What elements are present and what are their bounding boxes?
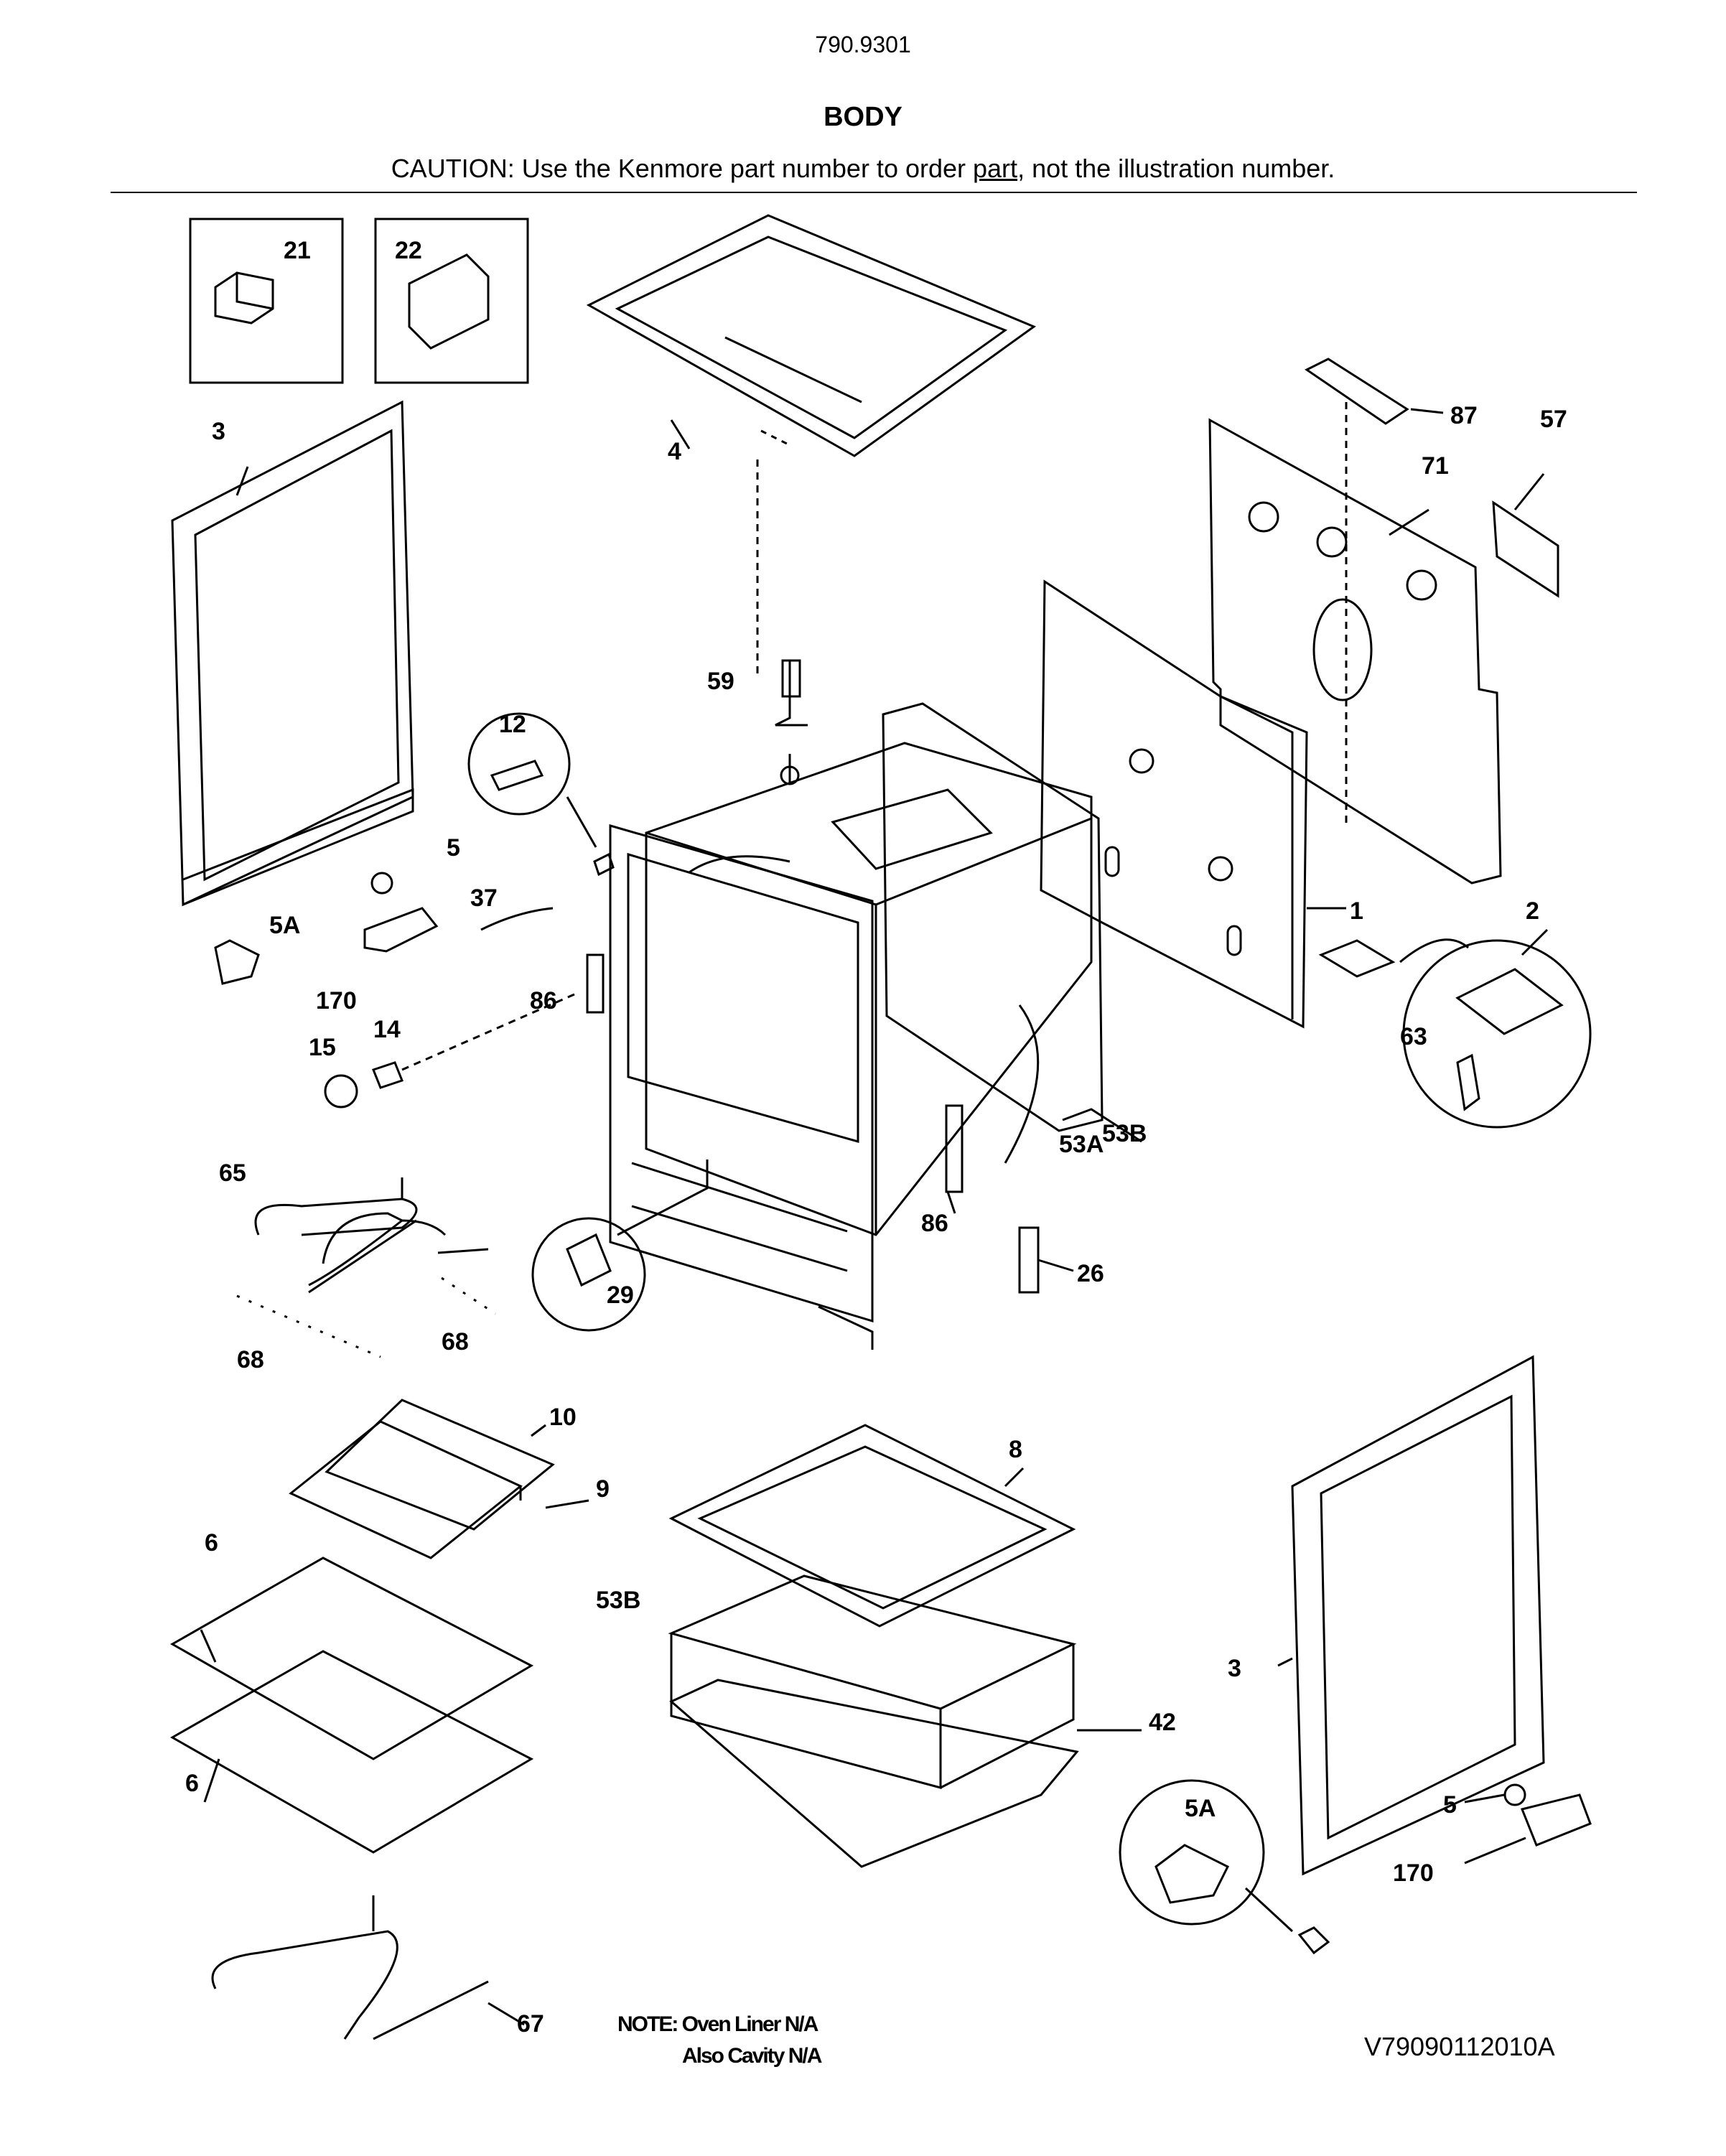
oven-element-67 bbox=[211, 1930, 398, 2040]
inset-box-22 bbox=[374, 218, 529, 384]
label-170-left: 170 bbox=[316, 987, 357, 1014]
bracket-part-22 bbox=[408, 253, 490, 350]
lamp-bulb-15 bbox=[324, 1074, 358, 1109]
front-frame bbox=[609, 824, 874, 1323]
label-12: 12 bbox=[499, 711, 526, 738]
label-86-left: 86 bbox=[530, 987, 557, 1014]
label-53b-rear: 53B bbox=[1102, 1120, 1147, 1147]
label-9: 9 bbox=[596, 1475, 610, 1503]
label-53b-bottom: 53B bbox=[596, 1587, 640, 1614]
leveler-right bbox=[1503, 1783, 1526, 1806]
label-57: 57 bbox=[1540, 406, 1567, 433]
label-6-lower: 6 bbox=[185, 1770, 199, 1797]
lamp-socket-14 bbox=[372, 1061, 403, 1089]
bracket-87 bbox=[1305, 358, 1409, 425]
label-42: 42 bbox=[1149, 1709, 1176, 1736]
back-cover-71 bbox=[1208, 418, 1502, 885]
leveler-left bbox=[370, 872, 393, 895]
label-6-upper: 6 bbox=[205, 1529, 218, 1557]
label-5a-left: 5A bbox=[269, 912, 300, 939]
bake-element-65 bbox=[254, 1198, 418, 1236]
oven-rack-upper bbox=[169, 1557, 534, 1760]
label-86-right: 86 bbox=[921, 1210, 948, 1237]
label-68-right: 68 bbox=[442, 1328, 469, 1355]
label-1: 1 bbox=[1350, 897, 1363, 925]
note-line-1: NOTE: Oven Liner N/A bbox=[617, 2012, 818, 2036]
part-link[interactable]: part bbox=[973, 154, 1018, 183]
label-67: 67 bbox=[517, 2010, 544, 2038]
leg-5a-left bbox=[214, 939, 260, 985]
label-10: 10 bbox=[549, 1404, 577, 1431]
drawing-reference: V79090112010A bbox=[1364, 2032, 1555, 2061]
label-5-right: 5 bbox=[1443, 1791, 1457, 1819]
storage-drawer-8 bbox=[668, 1424, 1076, 1628]
label-3-left: 3 bbox=[212, 418, 225, 445]
label-71: 71 bbox=[1422, 452, 1449, 480]
header-divider bbox=[111, 192, 1637, 193]
right-side-panel bbox=[1291, 1355, 1545, 1876]
broiler-pan-9 bbox=[289, 1420, 523, 1559]
bracket-170-left bbox=[363, 907, 439, 953]
label-21: 21 bbox=[284, 237, 311, 264]
bottom-panel-42 bbox=[669, 1679, 1079, 1868]
label-37: 37 bbox=[470, 885, 498, 912]
note-text: NOTE: Oven Liner N/A Also Cavity N/A bbox=[617, 2009, 919, 2072]
part-labels: 21 22 3 4 87 57 71 59 12 5 37 1 2 5A 86 … bbox=[185, 237, 1567, 2038]
caution-text: CAUTION: Use the Kenmore part number to … bbox=[391, 154, 1335, 183]
vent-cover-57 bbox=[1492, 500, 1559, 598]
model-number: 790.9301 bbox=[815, 32, 911, 57]
label-170-right: 170 bbox=[1393, 1859, 1434, 1887]
bracket-86-right bbox=[945, 1104, 964, 1193]
inset-circle-12 bbox=[467, 712, 571, 816]
terminal-block bbox=[1318, 939, 1396, 978]
label-22: 22 bbox=[395, 237, 422, 264]
label-87: 87 bbox=[1450, 402, 1478, 429]
plug-59 bbox=[781, 659, 801, 698]
clip-part-21 bbox=[214, 271, 274, 325]
label-2: 2 bbox=[1526, 897, 1539, 925]
leg-5a-right bbox=[1297, 1926, 1330, 1955]
insulation-53b-rear bbox=[882, 702, 1104, 1132]
label-4: 4 bbox=[668, 438, 681, 465]
insulation-53b-bottom bbox=[668, 1574, 1077, 1710]
label-15: 15 bbox=[309, 1034, 336, 1061]
left-side-panel bbox=[171, 400, 414, 907]
oven-cavity bbox=[645, 742, 1093, 1236]
label-63: 63 bbox=[1400, 1023, 1427, 1050]
top-panel bbox=[586, 214, 1037, 457]
label-29: 29 bbox=[607, 1282, 634, 1309]
inset-circle-29 bbox=[531, 1217, 646, 1332]
note-line-2: Also Cavity N/A bbox=[682, 2044, 822, 2068]
label-65: 65 bbox=[219, 1159, 246, 1187]
bracket-170-right bbox=[1520, 1793, 1592, 1847]
inset-circle-2 bbox=[1402, 939, 1592, 1129]
page-title: BODY bbox=[824, 102, 902, 132]
label-5a-right: 5A bbox=[1185, 1795, 1216, 1822]
inset-circle-5a bbox=[1119, 1779, 1265, 1926]
label-8: 8 bbox=[1009, 1436, 1022, 1463]
label-53a: 53A bbox=[1059, 1131, 1104, 1158]
label-14: 14 bbox=[373, 1016, 401, 1043]
oven-rack-lower bbox=[169, 1650, 534, 1854]
label-5-left: 5 bbox=[447, 834, 460, 862]
inset-box-21 bbox=[189, 218, 344, 384]
label-3-right: 3 bbox=[1228, 1655, 1241, 1682]
broiler-grid-10 bbox=[325, 1399, 555, 1531]
label-68-left: 68 bbox=[237, 1346, 264, 1373]
back-panel bbox=[1040, 579, 1308, 1029]
label-26: 26 bbox=[1077, 1260, 1104, 1287]
label-59: 59 bbox=[707, 668, 734, 695]
bracket-26 bbox=[1018, 1226, 1040, 1294]
bracket-86-left bbox=[586, 953, 605, 1014]
